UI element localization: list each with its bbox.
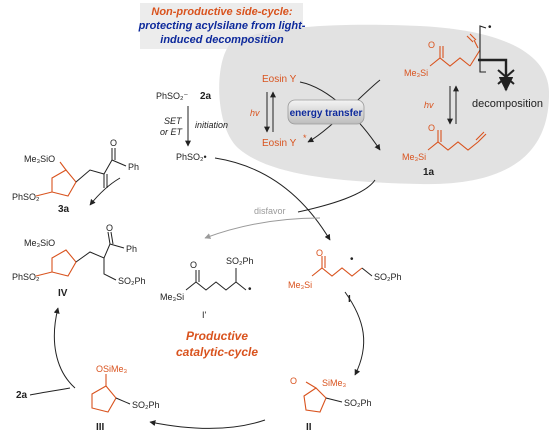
IV-so2ph: SO₂Ph [118, 276, 146, 286]
header-line-2: protecting acylsilane from light- [138, 20, 306, 32]
productive-line-2: catalytic-cycle [176, 345, 258, 359]
cross-mark-b [497, 69, 515, 85]
header-line-1: Non-productive side-cycle: [151, 6, 293, 18]
initiation-label: initiation [195, 120, 228, 130]
intermediate-I-prime: SO₂Ph Me₃Si O • I' [160, 256, 254, 320]
I-me3si: Me₃Si [288, 280, 312, 290]
I-o: O [316, 248, 323, 258]
excited-acylsilane [429, 25, 487, 73]
phso2-radical: PhSO₂• [176, 152, 207, 162]
energy-transfer-box [287, 99, 365, 125]
I-prime-dot: • [248, 284, 252, 295]
label-1a: 1a [423, 167, 435, 178]
label-3a: 3a [58, 204, 70, 215]
hv-label-left: hv [250, 108, 260, 118]
1a-me3si: Me₃Si [402, 152, 426, 162]
decomposition-label: decomposition [472, 98, 543, 110]
excited-o-label: O [428, 40, 435, 50]
I-prime-me3si: Me₃Si [160, 292, 184, 302]
productive-line-1: Productive [186, 329, 248, 343]
hv-label-right: hv [424, 100, 434, 110]
IV-o: O [106, 223, 113, 233]
arrow-to-IV [53, 307, 76, 389]
header: Non-productive side-cycle: protecting ac… [138, 6, 306, 46]
set-label: SET [164, 116, 183, 126]
disfavor-arrow [204, 217, 321, 239]
side-cycle-panel [140, 3, 550, 185]
II-sime3: SiMe₃ [322, 378, 347, 388]
3a-o: O [110, 138, 117, 148]
productive-cycle-label: Productive catalytic-cycle [176, 329, 258, 359]
label-I-prime: I' [202, 310, 207, 320]
eosin-y-excited-label: Eosin Y [262, 138, 297, 149]
side-cycle: Eosin Y Eosin Y * hv energy transfer O •… [250, 22, 543, 178]
acylsilane-1a [427, 130, 487, 151]
3a-phso2: PhSO₂ [12, 192, 40, 202]
III-so2ph: SO₂Ph [132, 400, 160, 410]
catalytic-cycle-arrows [29, 157, 376, 429]
energy-transfer-label: energy transfer [290, 108, 363, 119]
intermediate-III: OSiMe₃ SO₂Ph III [91, 364, 160, 433]
or-et-label: or ET [160, 127, 184, 137]
II-o: O [290, 376, 297, 386]
label-II: II [306, 422, 312, 433]
arrow-to-I [214, 157, 331, 241]
3a-me3sio: Me₃SiO [24, 154, 55, 164]
excited-star: * [303, 133, 307, 143]
phso2-anion: PhSO₂⁻ [156, 91, 189, 101]
arrow-to-II [344, 291, 365, 376]
excited-me3si: Me₃Si [404, 68, 428, 78]
IV-phso2: PhSO₂ [12, 272, 40, 282]
product-3a: Me₃SiO PhSO₂ O Ph 3a [12, 138, 139, 215]
2a-join-arrow [29, 387, 71, 396]
label-I: I [348, 294, 351, 305]
intermediate-II: O SiMe₃ SO₂Ph II [290, 376, 372, 433]
disfavor-label: disfavor [254, 206, 286, 216]
eosin-y-label: Eosin Y [262, 74, 297, 85]
II-so2ph: SO₂Ph [344, 398, 372, 408]
III-osime3: OSiMe₃ [96, 364, 128, 374]
I-prime-o: O [190, 260, 197, 270]
3a-ph: Ph [128, 162, 139, 172]
grey-ellipse [219, 24, 550, 185]
I-so2ph: SO₂Ph [374, 272, 402, 282]
I-prime-so2ph: SO₂Ph [226, 256, 254, 266]
label-III: III [96, 422, 105, 433]
excited-dot: • [488, 22, 492, 33]
1a-o-label: O [428, 123, 435, 133]
label-IV: IV [58, 288, 68, 299]
decomposition-arrow [478, 58, 514, 92]
intermediate-IV: Me₃SiO PhSO₂ O Ph SO₂Ph IV [12, 223, 146, 299]
initiation-2a: 2a [200, 91, 212, 102]
I-dot: • [350, 254, 354, 265]
header-line-3: induced decomposition [160, 34, 284, 46]
IV-ph: Ph [126, 244, 137, 254]
1a-feed-arrow [297, 179, 376, 213]
arrow-to-III [149, 419, 266, 429]
initiation: PhSO₂⁻ 2a SET or ET initiation PhSO₂• [156, 91, 228, 162]
bottom-2a-label: 2a [16, 390, 28, 401]
intermediate-I: Me₃Si O SO₂Ph • I [288, 248, 402, 305]
IV-me3sio: Me₃SiO [24, 238, 55, 248]
arrow-to-3a [89, 177, 121, 206]
